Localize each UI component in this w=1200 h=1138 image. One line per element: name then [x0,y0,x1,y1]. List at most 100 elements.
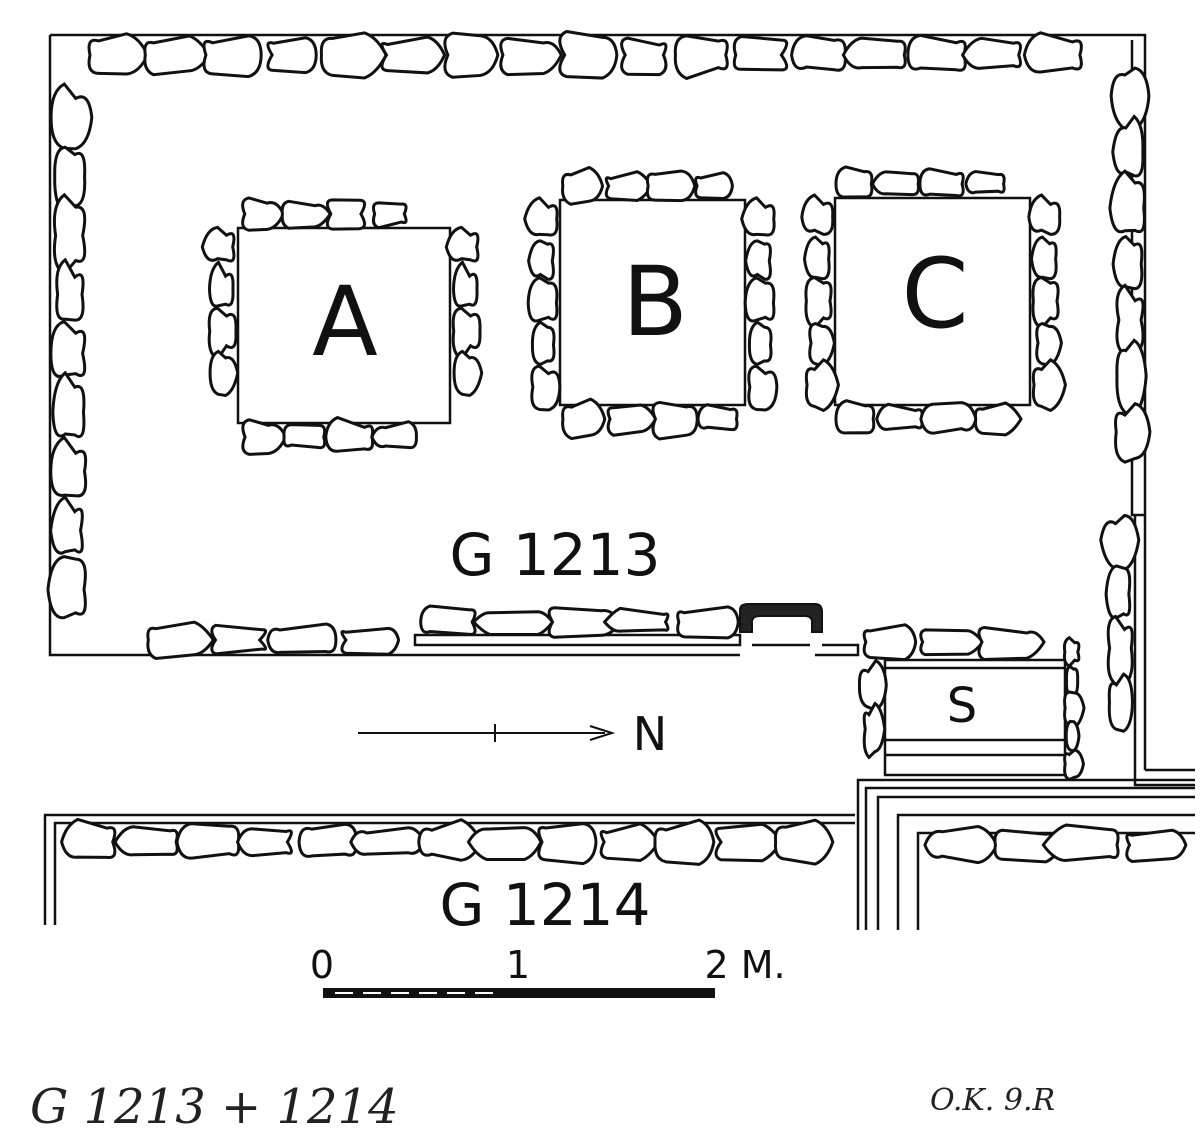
wall-stone [207,306,238,362]
wall-stone [451,306,482,362]
g1213-south-wall [146,603,1046,662]
wall-stone [744,239,772,281]
wall-stone [372,201,408,230]
wall-stone [743,276,776,323]
wall-stone [235,827,293,858]
wall-stone [530,320,556,366]
wall-stone [875,402,924,431]
wall-stone [526,276,559,323]
wall-stone [1064,719,1081,753]
wall-stone [676,605,740,640]
wall-stone [280,199,333,230]
wall-stone [207,260,235,308]
wall-stone [870,170,920,197]
wall-stone [696,403,739,432]
wall-stone [241,196,286,232]
wall-stone [1111,234,1144,291]
wall-stone [527,239,555,281]
wall-stone [906,33,967,72]
wall-stone [241,418,288,456]
tomb-g1213-label: G 1213 [450,521,661,589]
wall-stone [319,31,388,80]
wall-stone [1035,322,1063,367]
wall-stone [1111,114,1145,178]
wall-stone [52,192,87,276]
wall-stone [1031,275,1060,330]
wall-stone [790,34,847,72]
wall-stone [46,555,87,620]
north-arrow: N [358,707,667,761]
shaft-a: A [200,196,484,456]
false-door-niche [739,603,823,633]
wall-stone [146,620,216,660]
wall-stone [841,36,907,70]
wall-stone [964,170,1006,195]
wall-stone [349,826,426,856]
wall-stone [200,225,236,263]
wall-stone [604,170,654,203]
wall-stone [530,364,562,412]
wall-stone [773,818,835,866]
wall-stone [370,420,418,450]
wall-stone [800,193,835,236]
shaft-c: C [800,165,1067,437]
wall-stone [1062,635,1081,668]
wall-stone [740,196,776,237]
shaft-c-label: C [901,238,968,350]
wall-stone [419,604,477,636]
serdab: S [857,635,1086,782]
shaft-b: B [523,165,779,441]
wall-stone [862,701,887,760]
wall-stone [804,275,833,330]
wall-stone [732,34,789,72]
wall-stone [417,818,483,862]
wall-stone [834,399,876,435]
wall-stone [808,322,836,367]
wall-stone [324,415,375,453]
wall-stone [380,35,447,75]
wall-stone [1106,614,1134,687]
wall-stone [857,658,888,712]
scale-tick-1: 1 [506,943,530,987]
wall-stone [451,260,479,308]
wall-stone [1022,31,1083,74]
scale-tick-0: 0 [310,943,334,987]
wall-stone [471,610,555,637]
tomb-g1214-walls: G 1214 [43,778,1195,939]
wall-stone [599,822,661,862]
wall-stone [645,169,697,203]
wall-stone [714,822,784,863]
wall-stone [653,818,716,866]
wall-stone [208,349,240,398]
wall-stone [558,29,619,80]
handwritten-title: G 1213 + 1214 [30,1079,399,1135]
wall-stone [747,320,773,366]
wall-stone [918,167,965,198]
shaft-b-label: B [622,246,688,358]
north-arrow-label: N [633,707,667,761]
shaft-a-label: A [312,266,378,378]
wall-stone [466,826,543,862]
tomb-g1213-walls [46,29,1195,787]
wall-stone [1125,828,1188,863]
wall-stone [923,824,999,865]
wall-stone [1031,358,1067,413]
wall-stone [651,400,699,441]
wall-stone [175,822,241,860]
wall-stone [1107,672,1134,733]
wall-stone [602,606,670,633]
wall-stone [1027,193,1062,236]
wall-stone [561,397,607,441]
wall-stone [202,34,263,79]
wall-stone [452,349,484,398]
wall-stone [606,403,658,437]
wall-stone [113,825,179,857]
wall-stone [55,257,85,322]
wall-stone [1115,338,1148,417]
wall-stone [1114,402,1152,464]
wall-stone [537,822,598,866]
wall-stone [802,235,831,281]
wall-stone [210,623,268,656]
wall-stone [1108,169,1146,234]
wall-stone [266,36,318,75]
